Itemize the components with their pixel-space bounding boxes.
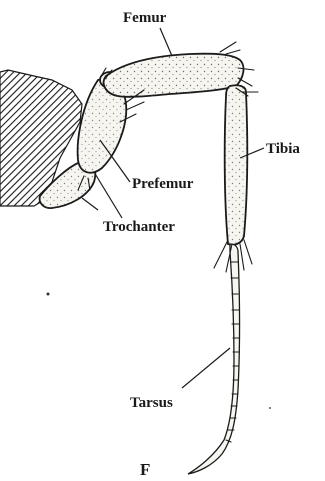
- femur-label: Femur: [123, 10, 167, 26]
- tarsus-segment: [188, 244, 240, 474]
- trochanter-leader-2: [82, 198, 98, 210]
- femur-segment: [104, 54, 244, 97]
- tibia-segment: [225, 85, 248, 244]
- femur-leader: [160, 28, 172, 56]
- panel-label: F: [140, 460, 150, 479]
- prefemur-label: Prefemur: [132, 176, 194, 192]
- tibia-label: Tibia: [266, 141, 300, 157]
- tarsus-leader: [182, 348, 230, 388]
- trochanter-label: Trochanter: [103, 219, 175, 235]
- trochanter-leader: [94, 172, 122, 218]
- tarsus-label: Tarsus: [130, 395, 173, 411]
